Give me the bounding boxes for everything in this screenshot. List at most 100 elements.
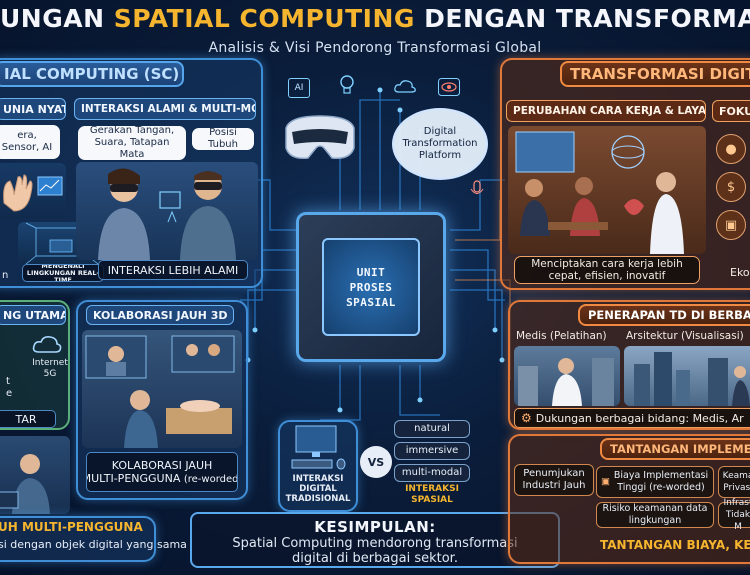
multi-user-footer-panel [0, 516, 156, 562]
spatial-processor-core: UNIT PROSES SPASIAL [322, 238, 420, 336]
fokus-header: FOKUS [712, 100, 750, 122]
conclusion-box: KESIMPULAN: Spatial Computing mendorong … [190, 512, 560, 568]
interaksi-header-label: INTERAKSI ALAMI & MULTI-MODAL [81, 103, 255, 115]
ai-chip-icon: AI [288, 78, 310, 98]
spatial-processor-chip [296, 212, 446, 362]
dunia-nyata-header: UNIA NYATA [0, 98, 66, 120]
spatial-computing-header: IAL COMPUTING (SC) [0, 61, 184, 87]
conclusion-title: KESIMPULAN: [314, 518, 436, 536]
page-subtitle: Analisis & Visi Pendorong Transformasi G… [208, 40, 542, 56]
kolaborasi-label-line2: MULTI-PENGGUNA [86, 472, 181, 485]
internet-label: Internet 5G [32, 358, 68, 379]
trait-immersive: immersive [394, 442, 470, 460]
conclusion-line-2: digital di berbagai sektor. [292, 551, 458, 566]
trait-natural: natural [394, 420, 470, 438]
cloud-icon [32, 334, 62, 358]
tantangan-item-1: Penumjukan Industri Jauh [514, 464, 594, 496]
doctor-icon [518, 358, 614, 406]
vr-headset-icon [280, 110, 360, 170]
tantangan-item-3-text: Keama Privasi [722, 471, 750, 493]
infrastruktur-header-text: NG UTAMA [3, 308, 66, 322]
title-part-3: DENGAN TRANSFORMASI DIGI [424, 4, 750, 33]
penerapan-header-text: PENERAPAN TD DI BERBAGAI [588, 308, 750, 322]
remote-collab-scene [82, 330, 242, 448]
tar-label-text: TAR [15, 412, 37, 426]
tantangan-footer: TANTANGAN BIAYA, KEAM [600, 538, 750, 552]
transformasi-digital-header-text: TRANSFORMASI DIGIT [570, 65, 750, 83]
desk-users-icon [0, 454, 50, 514]
meeting-scene [508, 126, 706, 254]
spatial-traits-list: natural immersive multi-modal [394, 420, 470, 482]
left-cut-text: n [2, 270, 9, 281]
vr-users-icon [98, 168, 236, 260]
perubahan-header-text: PERUBAHAN CARA KERJA & LAYANAN [513, 105, 706, 117]
perubahan-caption-text: Menciptakan cara kerja lebih cepat, efis… [531, 258, 683, 282]
hand-icon [3, 174, 63, 212]
transformasi-digital-header: TRANSFORMASI DIGIT [560, 61, 750, 87]
platform-circle: Digital Transformation Platform [392, 108, 488, 180]
tantangan-item-2: ▣ Biaya Implementasi Tinggi (re-worded) [596, 466, 714, 498]
gesture-voice-text: Gerakan Tangan, Suara, Tatapan Mata [89, 125, 175, 160]
eye-icon [438, 78, 460, 100]
spatial-computing-header-label: IAL COMPUTING (SC) [4, 65, 180, 83]
money-icon: ▣ [601, 476, 610, 487]
multi-user-footer-title: UH MULTI-PENGGUNA [0, 520, 143, 534]
side-text-2: e [6, 388, 13, 399]
spatial-interaction-label: INTERAKSI SPASIAL [405, 484, 459, 505]
tantangan-item-3: Keama Privasi [718, 466, 750, 498]
arsitektur-scene [624, 346, 750, 406]
two-users-scene [76, 162, 258, 260]
traditional-label: INTERAKSI DIGITAL TRADISIONAL [285, 474, 351, 504]
chip-label: UNIT PROSES SPASIAL [346, 265, 396, 309]
trait-multimodal: multi-modal [394, 464, 470, 482]
kolaborasi-label: KOLABORASI JAUH MULTI-PENGGUNA (re-worde… [86, 452, 238, 492]
users-desk-scene [0, 436, 70, 514]
infrastruktur-header: NG UTAMA [0, 305, 66, 325]
coin-icon: $ [716, 172, 746, 202]
penerapan-header: PENERAPAN TD DI BERBAGAI [578, 304, 750, 326]
kolaborasi-header: KOLABORASI JAUH 3D [86, 305, 234, 325]
mengenali-text: MENGENALI LINGKUNGAN REAL-TIME [26, 264, 100, 282]
interaksi-footer: INTERAKSI LEBIH ALAMI [98, 260, 248, 280]
body-position-text: Posisi Tubuh [208, 127, 238, 150]
mengenali-label: MENGENALI LINGKUNGAN REAL-TIME [22, 264, 104, 282]
tar-label: TAR [0, 410, 56, 428]
body-position-bubble: Posisi Tubuh [192, 127, 254, 150]
side-text-1: t [6, 376, 10, 387]
dukungan-bar: ⚙ Dukungan berbagai bidang: Medis, Ar [514, 408, 750, 428]
microphone-icon [470, 180, 484, 204]
tantangan-item-5: Infrast Tidak M [718, 498, 750, 532]
page-title: UNGAN SPATIAL COMPUTING DENGAN TRANSFORM… [0, 4, 750, 38]
video-call-icon [85, 335, 235, 448]
kolaborasi-label-suffix: (re-worded) [183, 474, 238, 485]
tantangan-header-text: TANTANGAN IMPLEMEN [610, 442, 750, 456]
dunia-nyata-label: UNIA NYATA [3, 102, 65, 116]
sensor-bubble: era, Sensor, AI [0, 125, 60, 159]
tantangan-item-5-text: Infrast Tidak M [723, 498, 750, 532]
bank-icon: ▣ [716, 210, 746, 240]
arsitektur-label: Arsitektur (Visualisasi) [626, 330, 744, 342]
interaksi-footer-text: INTERAKSI LEBIH ALAMI [107, 263, 239, 277]
cloud-sync-icon [394, 78, 416, 98]
lightbulb-icon [338, 74, 356, 100]
hand-gesture-scene [0, 163, 66, 218]
title-part-highlight: SPATIAL COMPUTING [113, 4, 415, 33]
multi-user-footer-text: si dengan objek digital yang sama [0, 538, 187, 551]
fokus-eko-text: Eko [730, 266, 750, 279]
tantangan-item-4: Risiko keamanan data lingkungan [596, 502, 714, 528]
perubahan-header: PERUBAHAN CARA KERJA & LAYANAN [506, 100, 706, 122]
sensor-bubble-text: era, Sensor, AI [1, 130, 53, 153]
ai-chip-text: AI [294, 83, 304, 93]
city-buildings-icon [634, 352, 750, 406]
vs-text: VS [367, 455, 385, 469]
conclusion-line-1: Spatial Computing mendorong transformasi [232, 536, 518, 551]
platform-label: Digital Transformation Platform [402, 126, 478, 161]
medis-label: Medis (Pelatihan) [516, 330, 607, 342]
vs-badge: VS [360, 446, 392, 478]
interaksi-header: INTERAKSI ALAMI & MULTI-MODAL [74, 98, 256, 120]
tantangan-item-1-text: Penumjukan Industri Jauh [522, 468, 586, 491]
kolaborasi-header-text: KOLABORASI JAUH 3D [93, 308, 228, 322]
people-icon: ● [716, 134, 746, 164]
tantangan-header: TANTANGAN IMPLEMEN [600, 438, 750, 460]
medis-scene [514, 346, 620, 406]
